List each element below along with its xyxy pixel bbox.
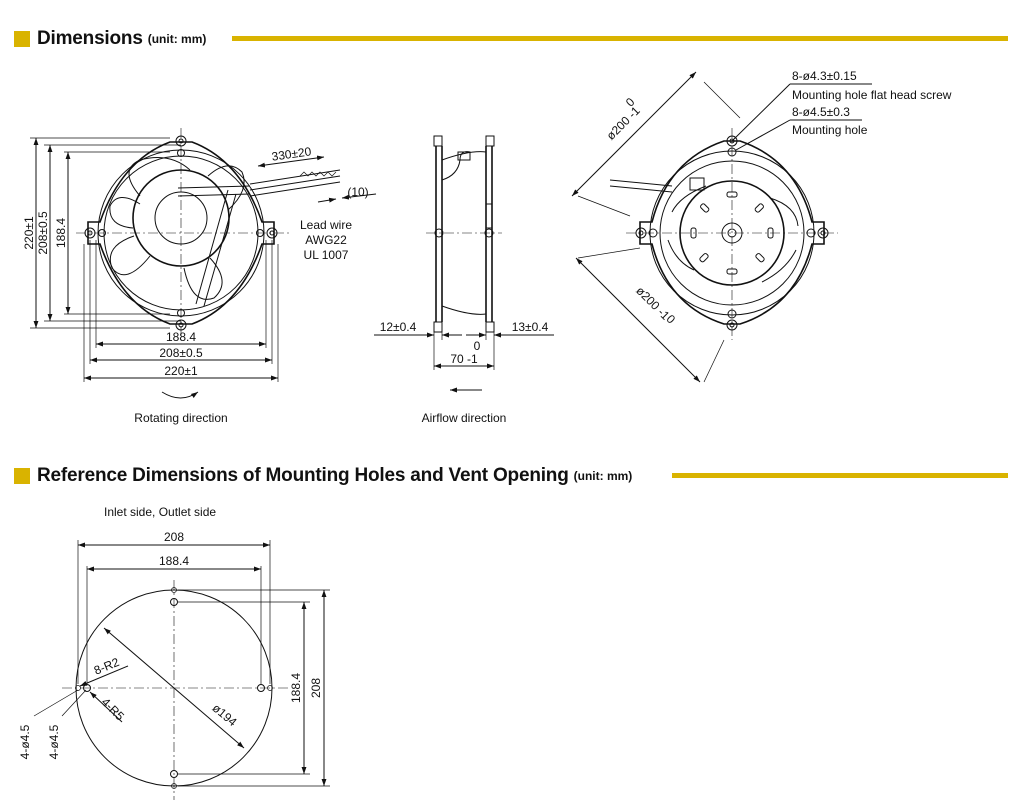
blade: [109, 235, 151, 276]
label-width-inner: 188.4: [166, 330, 196, 344]
label-ref-height-inner: 188.4: [289, 673, 303, 703]
label-ref-height-outer: 208: [309, 678, 323, 698]
section-title: Reference Dimensions of Mounting Holes a…: [37, 465, 569, 486]
label-radius-large: 4-R5: [99, 695, 128, 724]
section-header-reference: Reference Dimensions of Mounting Holes a…: [14, 465, 632, 487]
reference-view: Inlet side, Outlet side 208 188.4 188.4 …: [18, 505, 330, 800]
front-view: 220±1 208±0.5 188.4 188.4 208±0.5 220±1 …: [22, 128, 377, 425]
label-screw-hole-desc: Mounting hole flat head screw: [792, 88, 952, 102]
section-header-dimensions: Dimensions (unit: mm): [14, 28, 206, 50]
section-rule: [232, 36, 1008, 41]
dim-diag-top: [571, 71, 697, 197]
leader-mount-hole: [735, 119, 791, 151]
rear-lead-wire: [609, 179, 673, 193]
blade: [207, 165, 245, 211]
blade: [109, 197, 141, 229]
label-lead-strip: (10): [347, 185, 368, 199]
dim-lead-length: [257, 155, 325, 168]
label-ref-width-inner: 188.4: [159, 554, 189, 568]
fan-housing: [87, 141, 275, 325]
blade: [183, 257, 223, 300]
cable-strut: [195, 189, 237, 307]
section-title: Dimensions: [37, 28, 143, 49]
label-right-flange: 13±0.4: [512, 320, 549, 334]
label-height-inner: 188.4: [54, 218, 68, 248]
section-unit: (unit: mm): [147, 32, 207, 46]
label-left-flange: 12±0.4: [380, 320, 417, 334]
label-hole-b: 4-ø4.5: [47, 724, 61, 759]
side-housing: [435, 146, 493, 322]
label-ref-diameter: ø194: [210, 701, 240, 730]
dim-diag-bottom: [575, 257, 701, 383]
label-width-mid: 208±0.5: [159, 346, 203, 360]
cable-channel: [177, 185, 251, 197]
section-marker: [14, 468, 30, 484]
label-ul: UL 1007: [304, 248, 349, 262]
rear-view: ø200 -1 0 ø200 -1 0 8-ø4.3±0.15 Mounting…: [571, 69, 952, 383]
label-height-outer: 220±1: [22, 216, 36, 250]
label-ref-width-outer: 208: [164, 530, 184, 544]
label-width-outer: 220±1: [164, 364, 198, 378]
hub-slots: [690, 191, 774, 275]
label-radius-small: 8-R2: [92, 655, 122, 678]
label-diag-bottom: ø200 -1: [633, 284, 672, 323]
ref-hole: [170, 770, 178, 789]
label-hole-a: 4-ø4.5: [18, 724, 32, 759]
section-rule: [672, 473, 1008, 478]
ref-dim-diameter: [103, 627, 245, 749]
label-mount-hole-desc: Mounting hole: [792, 123, 868, 137]
label-diag-top: ø200 -1: [604, 103, 643, 142]
caption-side: Inlet side, Outlet side: [104, 505, 216, 519]
section-unit: (unit: mm): [573, 469, 633, 483]
label-depth: 70 -1: [450, 352, 478, 366]
label-lead-wire: Lead wire: [300, 218, 352, 232]
side-view: 12±0.4 13±0.4 0 70 -1 Airflow direction: [374, 135, 554, 425]
label-awg: AWG22: [305, 233, 347, 247]
caption-airflow: Airflow direction: [422, 411, 507, 425]
label-screw-hole: 8-ø4.3±0.15: [792, 69, 857, 83]
rear-housing: [639, 140, 825, 325]
label-depth-tol: 0: [474, 339, 481, 353]
label-mount-hole: 8-ø4.5±0.3: [792, 105, 850, 119]
label-height-mid: 208±0.5: [36, 211, 50, 255]
wire-twist: [299, 171, 337, 177]
lead-wire: [249, 169, 341, 197]
ref-hole: [257, 684, 273, 692]
section-marker: [14, 31, 30, 47]
caption-rotation: Rotating direction: [134, 411, 227, 425]
rotation-arrow-icon: [161, 391, 199, 399]
blade: [128, 157, 191, 197]
label-lead-length: 330±20: [271, 144, 313, 163]
ref-hole: [170, 587, 178, 606]
leader-screw-hole: [731, 83, 791, 142]
